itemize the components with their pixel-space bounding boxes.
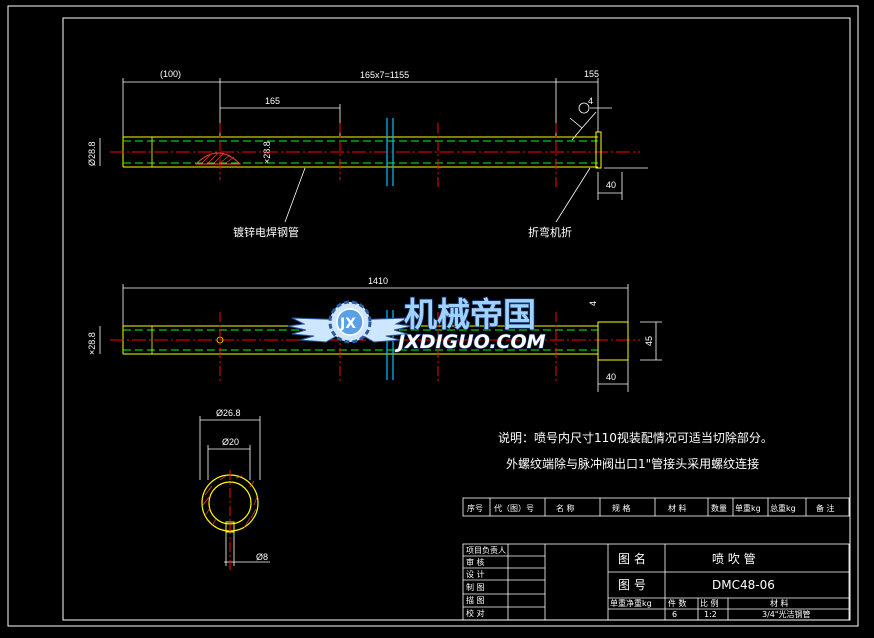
section-view: Ø26.8 Ø20 Ø8	[199, 408, 270, 570]
scale-value: 1:2	[704, 610, 717, 619]
dim-total-left: (100)	[160, 69, 181, 79]
watermark-cn: 机械帝国	[404, 295, 536, 334]
bom-seq: 序号	[467, 503, 483, 513]
bom-code: 代（图）号	[494, 503, 534, 513]
footer-label-1: 件 数	[668, 598, 687, 608]
count-value: 6	[672, 610, 677, 619]
drawing-name: 喷 吹 管	[712, 551, 756, 566]
bom-qty: 数量	[711, 503, 727, 513]
material-value: 3/4"光洁钢管	[762, 609, 811, 619]
section-hatch	[202, 475, 258, 529]
top-view: (100) 165x7=1155 165 155 Ø28.8 ×28.8 40 …	[87, 69, 648, 239]
angle-marker	[578, 102, 590, 114]
dim-spacing: 165	[265, 96, 280, 106]
dim-right: 155	[584, 69, 599, 79]
label-pipe: 镀锌电焊钢管	[233, 225, 299, 239]
note-line1: 说明：喷号内尺寸110视装配情况可适当切除部分。	[498, 430, 773, 445]
top-nozzle-lines	[219, 123, 557, 190]
role-2: 设 计	[466, 569, 485, 579]
drawing-name-label: 图 名	[618, 551, 646, 566]
role-1: 审 核	[466, 557, 485, 567]
weld-bead	[194, 152, 242, 165]
top-break-mark	[386, 118, 394, 186]
footer-label-2: 比 例	[700, 598, 719, 608]
dim-hole: Ø8	[256, 552, 268, 562]
footer-label-3: 材 料	[770, 598, 789, 608]
dim-inner: Ø20	[222, 437, 239, 447]
label-bend: 折弯机折	[528, 225, 572, 239]
bottom-nozzle-lines	[219, 312, 557, 382]
top-pipe	[110, 131, 640, 169]
watermark: JX 机械帝国 JXDIGUO.COM	[287, 294, 546, 354]
dim-total: 1410	[368, 276, 388, 286]
dim-small: 4	[588, 301, 598, 306]
bom-remark: 备 注	[816, 503, 835, 513]
drawing-no-label: 图 号	[618, 578, 646, 592]
angle-symbol: 4	[588, 96, 593, 106]
note-line2: 外螺纹端除与脉冲阀出口1"管接头采用螺纹连接	[506, 456, 759, 471]
watermark-en: JXDIGUO.COM	[394, 331, 546, 353]
dim-tip-bottom: 40	[606, 372, 616, 382]
dim-dia-outer: Ø28.8	[87, 141, 97, 166]
footer-label-0: 单重净重kg	[610, 598, 652, 608]
bom-material: 材 料	[668, 503, 687, 513]
bom-name: 名 称	[556, 503, 575, 513]
role-4: 描 图	[466, 595, 485, 605]
dim-outer: Ø26.8	[216, 408, 241, 418]
title-block: 序号 代（图）号 名 称 规 格 材 料 数量 单重kg 总重kg 备 注 项目…	[462, 497, 850, 621]
outer-border	[7, 5, 859, 627]
dim-height: 45	[644, 336, 654, 346]
dim-dia-inner: ×28.8	[262, 141, 272, 164]
bom-total-weight: 总重kg	[770, 503, 796, 513]
role-5: 校 对	[466, 608, 485, 618]
role-0: 项目负责人	[466, 545, 506, 555]
bom-unit-weight: 单重kg	[735, 503, 761, 513]
role-3: 制 图	[466, 582, 485, 592]
drawing-no: DMC48-06	[712, 578, 775, 592]
bom-spec: 规 格	[612, 503, 631, 513]
logo-letters: JX	[339, 316, 356, 332]
dim-pitch: 165x7=1155	[360, 70, 409, 80]
dim-tip: 40	[606, 180, 616, 190]
inner-border	[62, 17, 851, 621]
dim-dia-bottom: ×28.8	[87, 332, 97, 355]
